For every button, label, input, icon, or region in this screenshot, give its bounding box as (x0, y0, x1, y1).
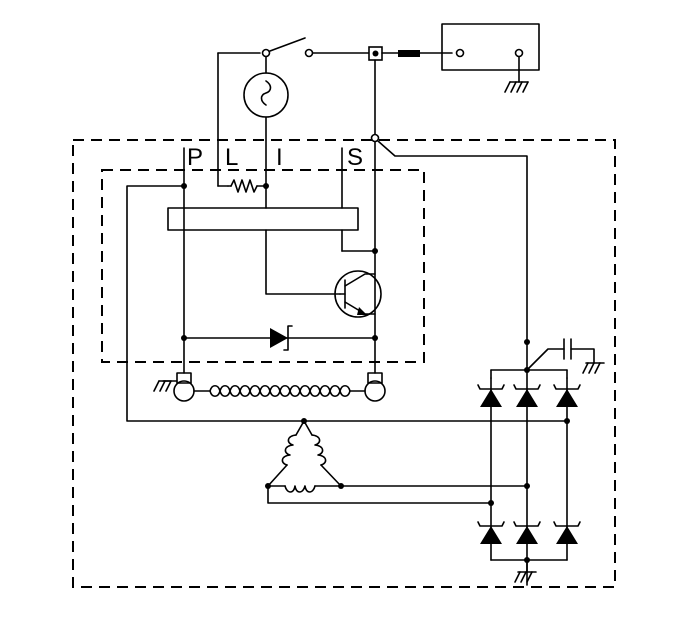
ground-symbol-brush (153, 380, 178, 392)
brush-left (173, 372, 195, 402)
field-coil (193, 384, 366, 398)
regulator-outline (101, 169, 425, 363)
rectifier-bridge (477, 369, 581, 561)
terminal-label-i: I (276, 144, 283, 171)
ground-symbol-bridge (514, 571, 537, 583)
resistor (227, 179, 267, 193)
ignition-switch (217, 37, 371, 58)
regulator-ic-block (167, 207, 359, 231)
charge-lamp (243, 72, 289, 118)
ground-symbol-capacitor (582, 362, 605, 374)
battery-box (441, 23, 540, 83)
stator-winding (267, 420, 342, 493)
terminal-label-s: S (347, 144, 363, 171)
transistor (334, 270, 382, 318)
alternator-housing-outline (72, 139, 616, 588)
terminal-label-l: L (225, 144, 238, 171)
brush-right (364, 372, 386, 402)
capacitor (526, 338, 595, 371)
zener-diode (270, 325, 293, 351)
fusible-link (381, 50, 453, 57)
ground-symbol-battery (504, 81, 529, 93)
terminal-label-p: P (187, 144, 203, 171)
battery-terminal-junction (368, 46, 383, 61)
